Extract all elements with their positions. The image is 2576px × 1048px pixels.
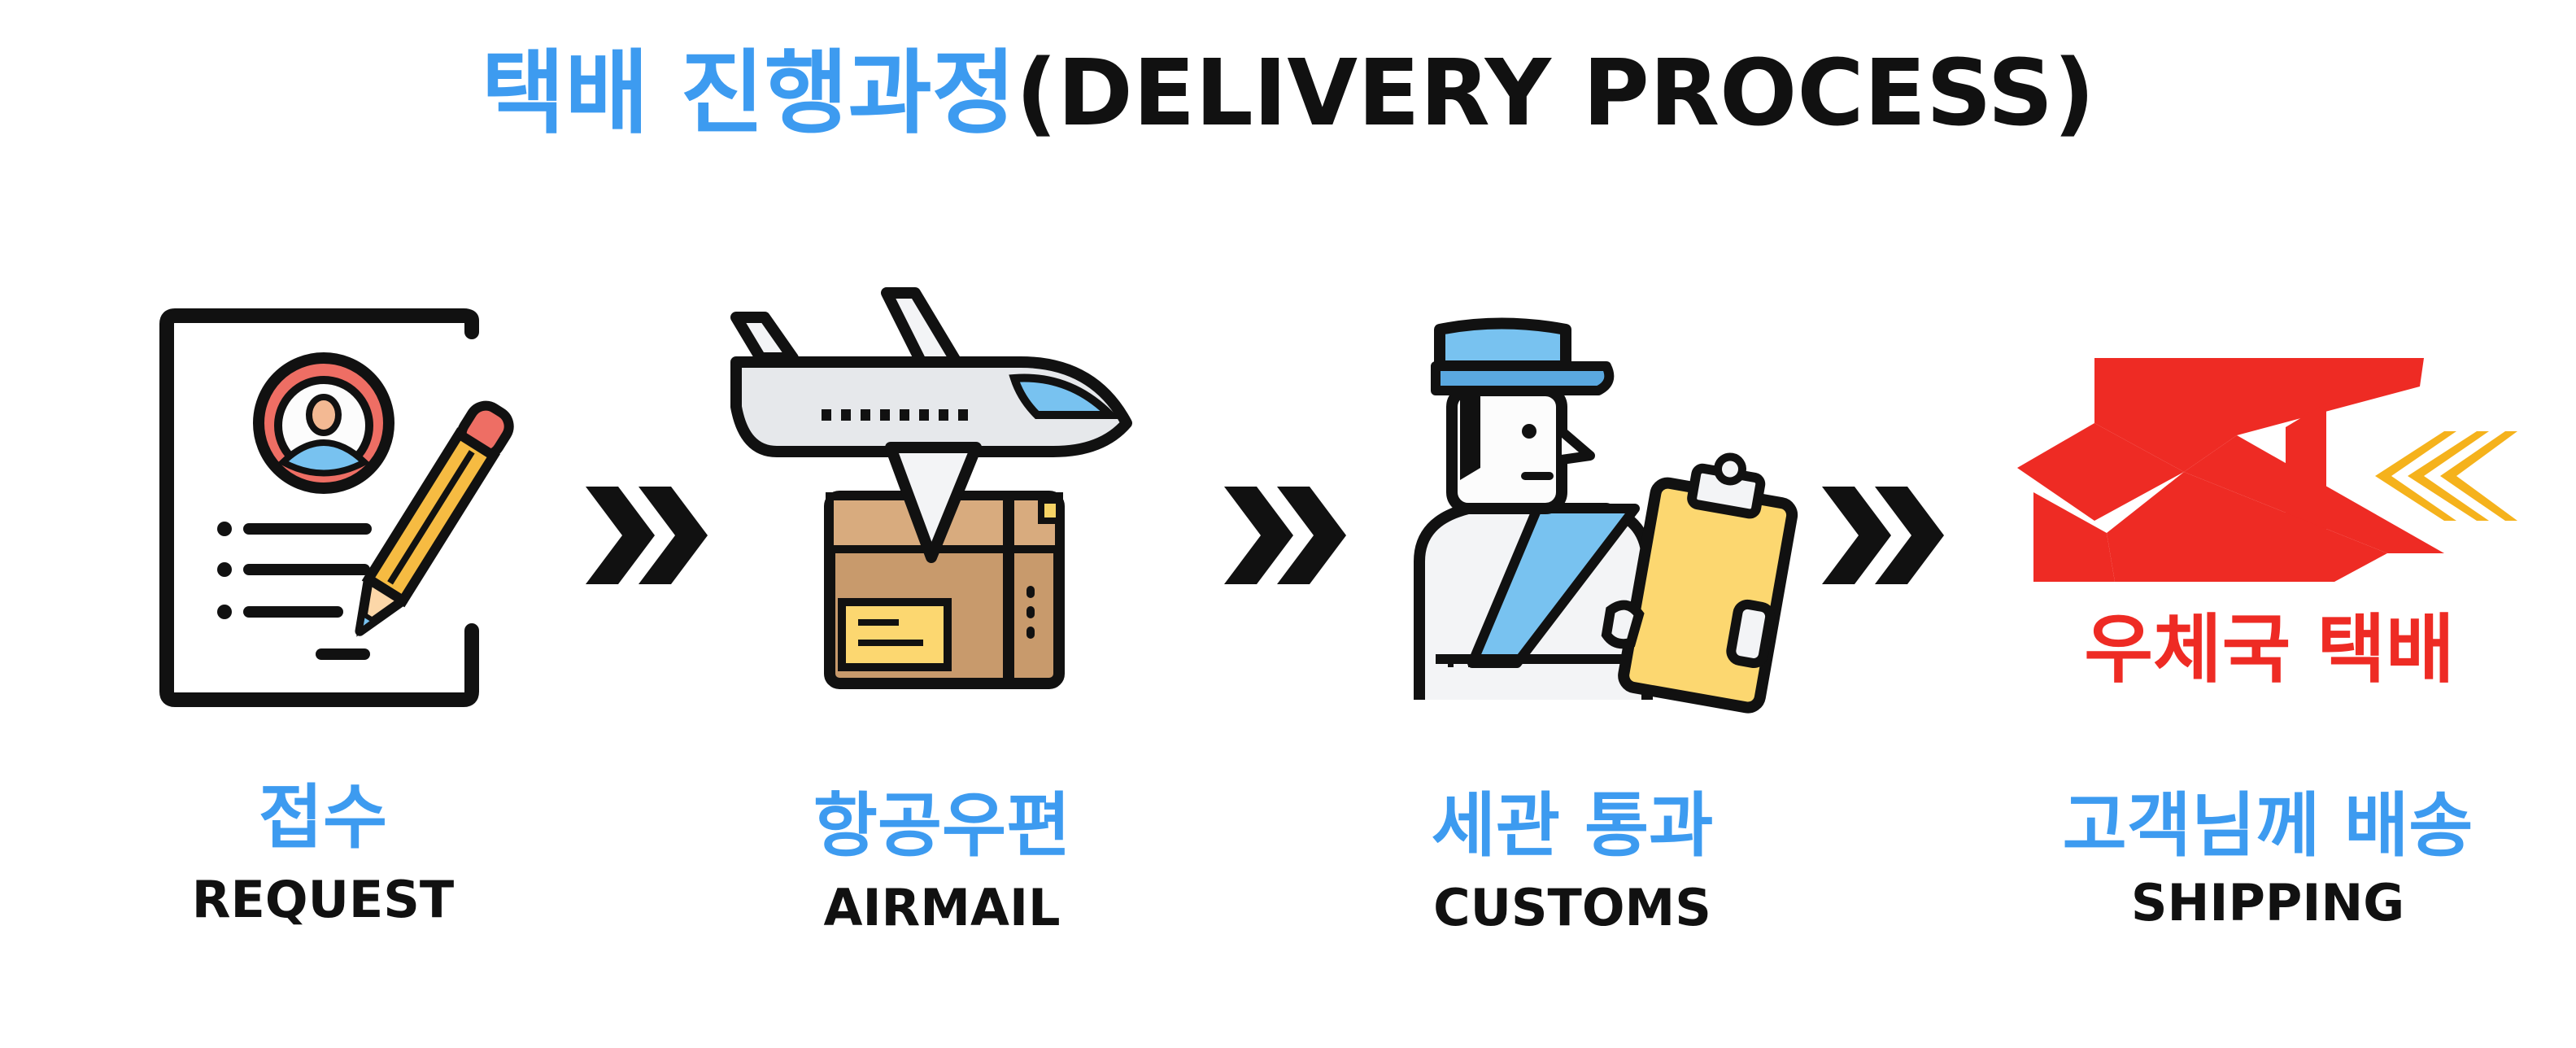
step-label-request-en: REQUEST: [191, 870, 455, 929]
customs-officer-icon: [1414, 317, 1798, 714]
step-label-customs-ko: 세관 통과: [1431, 785, 1714, 867]
double-chevron-right-icon: [586, 487, 708, 584]
step-label-shipping-ko: 고객님께 배송: [2062, 785, 2474, 867]
double-chevron-right-icon: [1224, 487, 1346, 584]
request-form-icon: [159, 308, 514, 707]
step-label-customs-en: CUSTOMS: [1433, 878, 1711, 937]
airplane-package-icon: [730, 287, 1132, 689]
step-label-request-ko: 접수: [258, 777, 388, 858]
double-chevron-right-icon: [1822, 487, 1944, 584]
step-label-airmail-ko: 항공우편: [813, 785, 1071, 867]
logo-text: 우체국 택배: [2084, 606, 2454, 693]
step-label-shipping-en: SHIPPING: [2130, 873, 2405, 932]
page-title: 택배 진행과정(DELIVERY PROCESS): [0, 39, 2576, 148]
title-korean: 택배 진행과정: [481, 41, 1016, 146]
title-english: (DELIVERY PROCESS): [1015, 41, 2095, 146]
step-label-airmail-en: AIRMAIL: [823, 878, 1061, 937]
korea-post-logo: 우체국 택배: [2017, 358, 2517, 693]
